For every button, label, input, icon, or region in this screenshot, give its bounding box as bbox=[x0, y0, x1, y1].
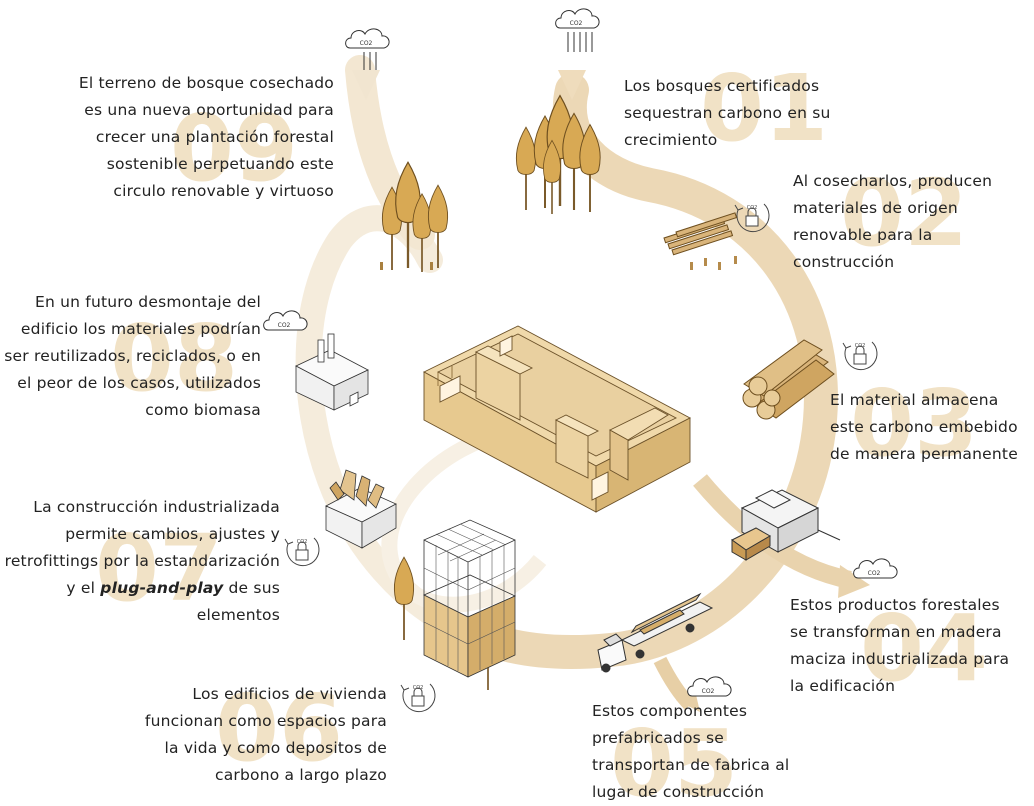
step-05-line: prefabricados se bbox=[592, 729, 725, 747]
step-06-line: funcionan como espacios para bbox=[144, 712, 387, 730]
step-05-line: lugar de construcción bbox=[592, 783, 765, 801]
step-09-line: crecer una plantación forestal bbox=[95, 128, 334, 146]
co2-cloud-top bbox=[555, 8, 600, 52]
step-04-line: Estos productos forestales bbox=[790, 596, 1000, 614]
step-07-line: La construcción industrializada bbox=[33, 498, 280, 516]
numeral-01: 01 bbox=[700, 55, 828, 162]
step-06-line: Los edificios de vivienda bbox=[192, 685, 387, 703]
step-08-line: como biomasa bbox=[145, 401, 261, 419]
step-02-line: construcción bbox=[793, 253, 895, 271]
step-02-line: renovable para la bbox=[793, 226, 933, 244]
step-05-line: transportan de fabrica al bbox=[592, 756, 790, 774]
step-07-line: elementos bbox=[196, 606, 280, 624]
forest-icon bbox=[515, 94, 602, 215]
numeral-05: 05 bbox=[610, 710, 738, 798]
step-01-line: sequestran carbono en su bbox=[624, 104, 831, 122]
co2-cloud-step5 bbox=[687, 676, 732, 697]
carbon-lock-icon-step6 bbox=[400, 683, 436, 713]
step-02-line: Al cosecharlos, producen bbox=[793, 172, 993, 190]
step-08-line: ser reutilizados, reciclados, o en bbox=[4, 347, 261, 365]
modular-container-icon bbox=[325, 469, 397, 549]
co2-cloud-step4 bbox=[853, 558, 898, 579]
step-07-line: permite cambios, ajustes y bbox=[65, 525, 280, 543]
carbon-lock-icon-step3 bbox=[842, 341, 878, 371]
step-03-line: este carbono embebido bbox=[830, 418, 1018, 436]
timber-processing-machine-icon bbox=[731, 489, 841, 561]
numeral-04: 04 bbox=[860, 595, 988, 702]
step-01-text: Los bosques certificados sequestran carb… bbox=[624, 73, 831, 154]
step-numerals: 01 02 03 04 05 06 07 08 09 bbox=[95, 55, 988, 798]
numeral-02: 02 bbox=[840, 160, 968, 267]
step-04-line: la edificación bbox=[790, 677, 896, 695]
numeral-03: 03 bbox=[850, 370, 978, 477]
step-01-line: crecimiento bbox=[624, 131, 718, 149]
step-08-text: En un futuro desmontaje del edificio los… bbox=[4, 289, 261, 424]
step-03-line: de manera permanente bbox=[830, 445, 1018, 463]
regrowing-forest-icon bbox=[380, 161, 449, 273]
step-06-line: la vida y como depositos de bbox=[164, 739, 387, 757]
co2-cloud-top-left bbox=[345, 28, 390, 70]
step-09-line: El terreno de bosque cosechado bbox=[78, 74, 334, 92]
step-09-line: es una nueva oportunidad para bbox=[84, 101, 334, 119]
numeral-07: 07 bbox=[95, 515, 223, 622]
step-06-line: carbono a largo plazo bbox=[215, 766, 387, 784]
step-06-text: Los edificios de vivienda funcionan como… bbox=[145, 681, 387, 789]
step-07-line4-prefix: y el bbox=[66, 579, 101, 597]
step-09-line: circulo renovable y virtuoso bbox=[113, 182, 334, 200]
numeral-08: 08 bbox=[110, 305, 238, 412]
step-03-text: El material almacena este carbono embebi… bbox=[830, 387, 1018, 468]
step-07-line: retrofittings por la estandarización bbox=[4, 552, 280, 570]
step-08-line: En un futuro desmontaje del bbox=[34, 293, 261, 311]
step-07-text: La construcción industrializada permite … bbox=[5, 494, 280, 629]
harvested-timber-icon bbox=[663, 212, 738, 270]
carbon-lock-icon-step7 bbox=[284, 537, 320, 567]
plug-and-play-emphasis: plug-and-play bbox=[100, 579, 224, 597]
step-03-line: El material almacena bbox=[830, 391, 999, 409]
step-02-text: Al cosecharlos, producen materiales de o… bbox=[793, 168, 992, 276]
step-04-line: maciza industrializada para bbox=[790, 650, 1010, 668]
timber-house-model bbox=[423, 325, 691, 513]
step-08-line: edificio los materiales podrían bbox=[20, 320, 261, 338]
transport-truck-icon bbox=[597, 592, 714, 673]
step-04-line: se transforman en madera bbox=[790, 623, 1002, 641]
step-05-text: Estos componentes prefabricados se trans… bbox=[592, 698, 789, 806]
biomass-factory-icon bbox=[295, 333, 369, 411]
step-02-line: materiales de origen bbox=[793, 199, 958, 217]
step-07-line: y el plug-and-play de sus bbox=[5, 575, 280, 602]
numeral-09: 09 bbox=[170, 95, 298, 202]
numeral-06: 06 bbox=[215, 675, 343, 782]
building-under-construction-icon bbox=[423, 519, 516, 678]
step-01-line: Los bosques certificados bbox=[624, 77, 820, 95]
step-09-text: El terreno de bosque cosechado es una nu… bbox=[79, 70, 334, 205]
step-08-line: el peor de los casos, utilizados bbox=[17, 374, 261, 392]
step-04-text: Estos productos forestales se transforma… bbox=[790, 592, 1009, 700]
log-stack-icon bbox=[742, 339, 835, 420]
step-05-line: Estos componentes bbox=[592, 702, 748, 720]
step-07-line4-suffix: de sus bbox=[223, 579, 280, 597]
step-09-line: sostenible perpetuando este bbox=[106, 155, 334, 173]
